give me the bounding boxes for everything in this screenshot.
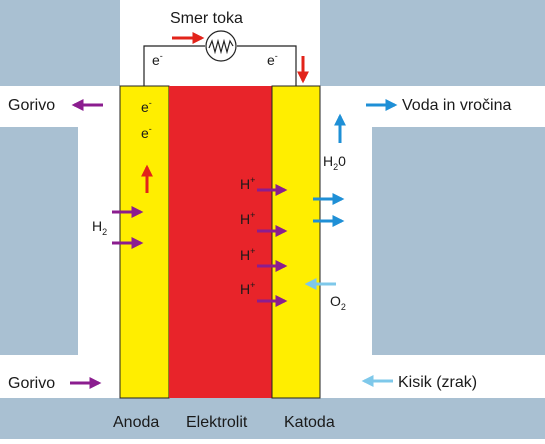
circuit-wire xyxy=(143,45,205,86)
bottom-channel-band xyxy=(0,398,545,439)
left-vertical-channel xyxy=(78,127,120,355)
water-label: H20 xyxy=(323,153,346,172)
proton-row-4: H+ xyxy=(240,280,288,307)
right-channel-block xyxy=(372,127,545,355)
anode-electron-1: e- xyxy=(141,98,152,115)
air-in-label: Kisik (zrak) xyxy=(398,374,477,391)
fuel-in-label: Gorivo xyxy=(8,375,55,392)
circuit-electron-left: e- xyxy=(152,51,163,68)
svg-text:H+: H+ xyxy=(240,210,255,227)
resistor-circle-icon xyxy=(205,30,237,62)
right-vertical-channel xyxy=(320,127,372,355)
cathode-label: Katoda xyxy=(284,414,335,431)
circuit-electron-right: e- xyxy=(267,51,278,68)
current-direction-label: Smer toka xyxy=(170,10,243,27)
svg-text:H+: H+ xyxy=(240,246,255,263)
oxygen-label: O2 xyxy=(330,293,346,312)
water-heat-label: Voda in vročina xyxy=(402,97,512,114)
proton-row-1: H+ xyxy=(240,175,288,196)
left-channel-block xyxy=(0,127,78,355)
proton-row-2: H+ xyxy=(240,210,288,237)
electrolyte-label: Elektrolit xyxy=(186,414,248,431)
proton-row-3: H+ xyxy=(240,246,288,272)
svg-text:H+: H+ xyxy=(240,280,255,297)
cathode-layer xyxy=(271,85,321,399)
fuel-out-label: Gorivo xyxy=(8,97,55,114)
anode-label: Anoda xyxy=(113,414,159,431)
hydrogen-label: H2 xyxy=(92,218,107,237)
electrolyte-layer xyxy=(169,86,272,398)
circuit-wire-right xyxy=(237,45,297,86)
svg-text:H+: H+ xyxy=(240,175,255,192)
anode-electron-2: e- xyxy=(141,124,152,141)
